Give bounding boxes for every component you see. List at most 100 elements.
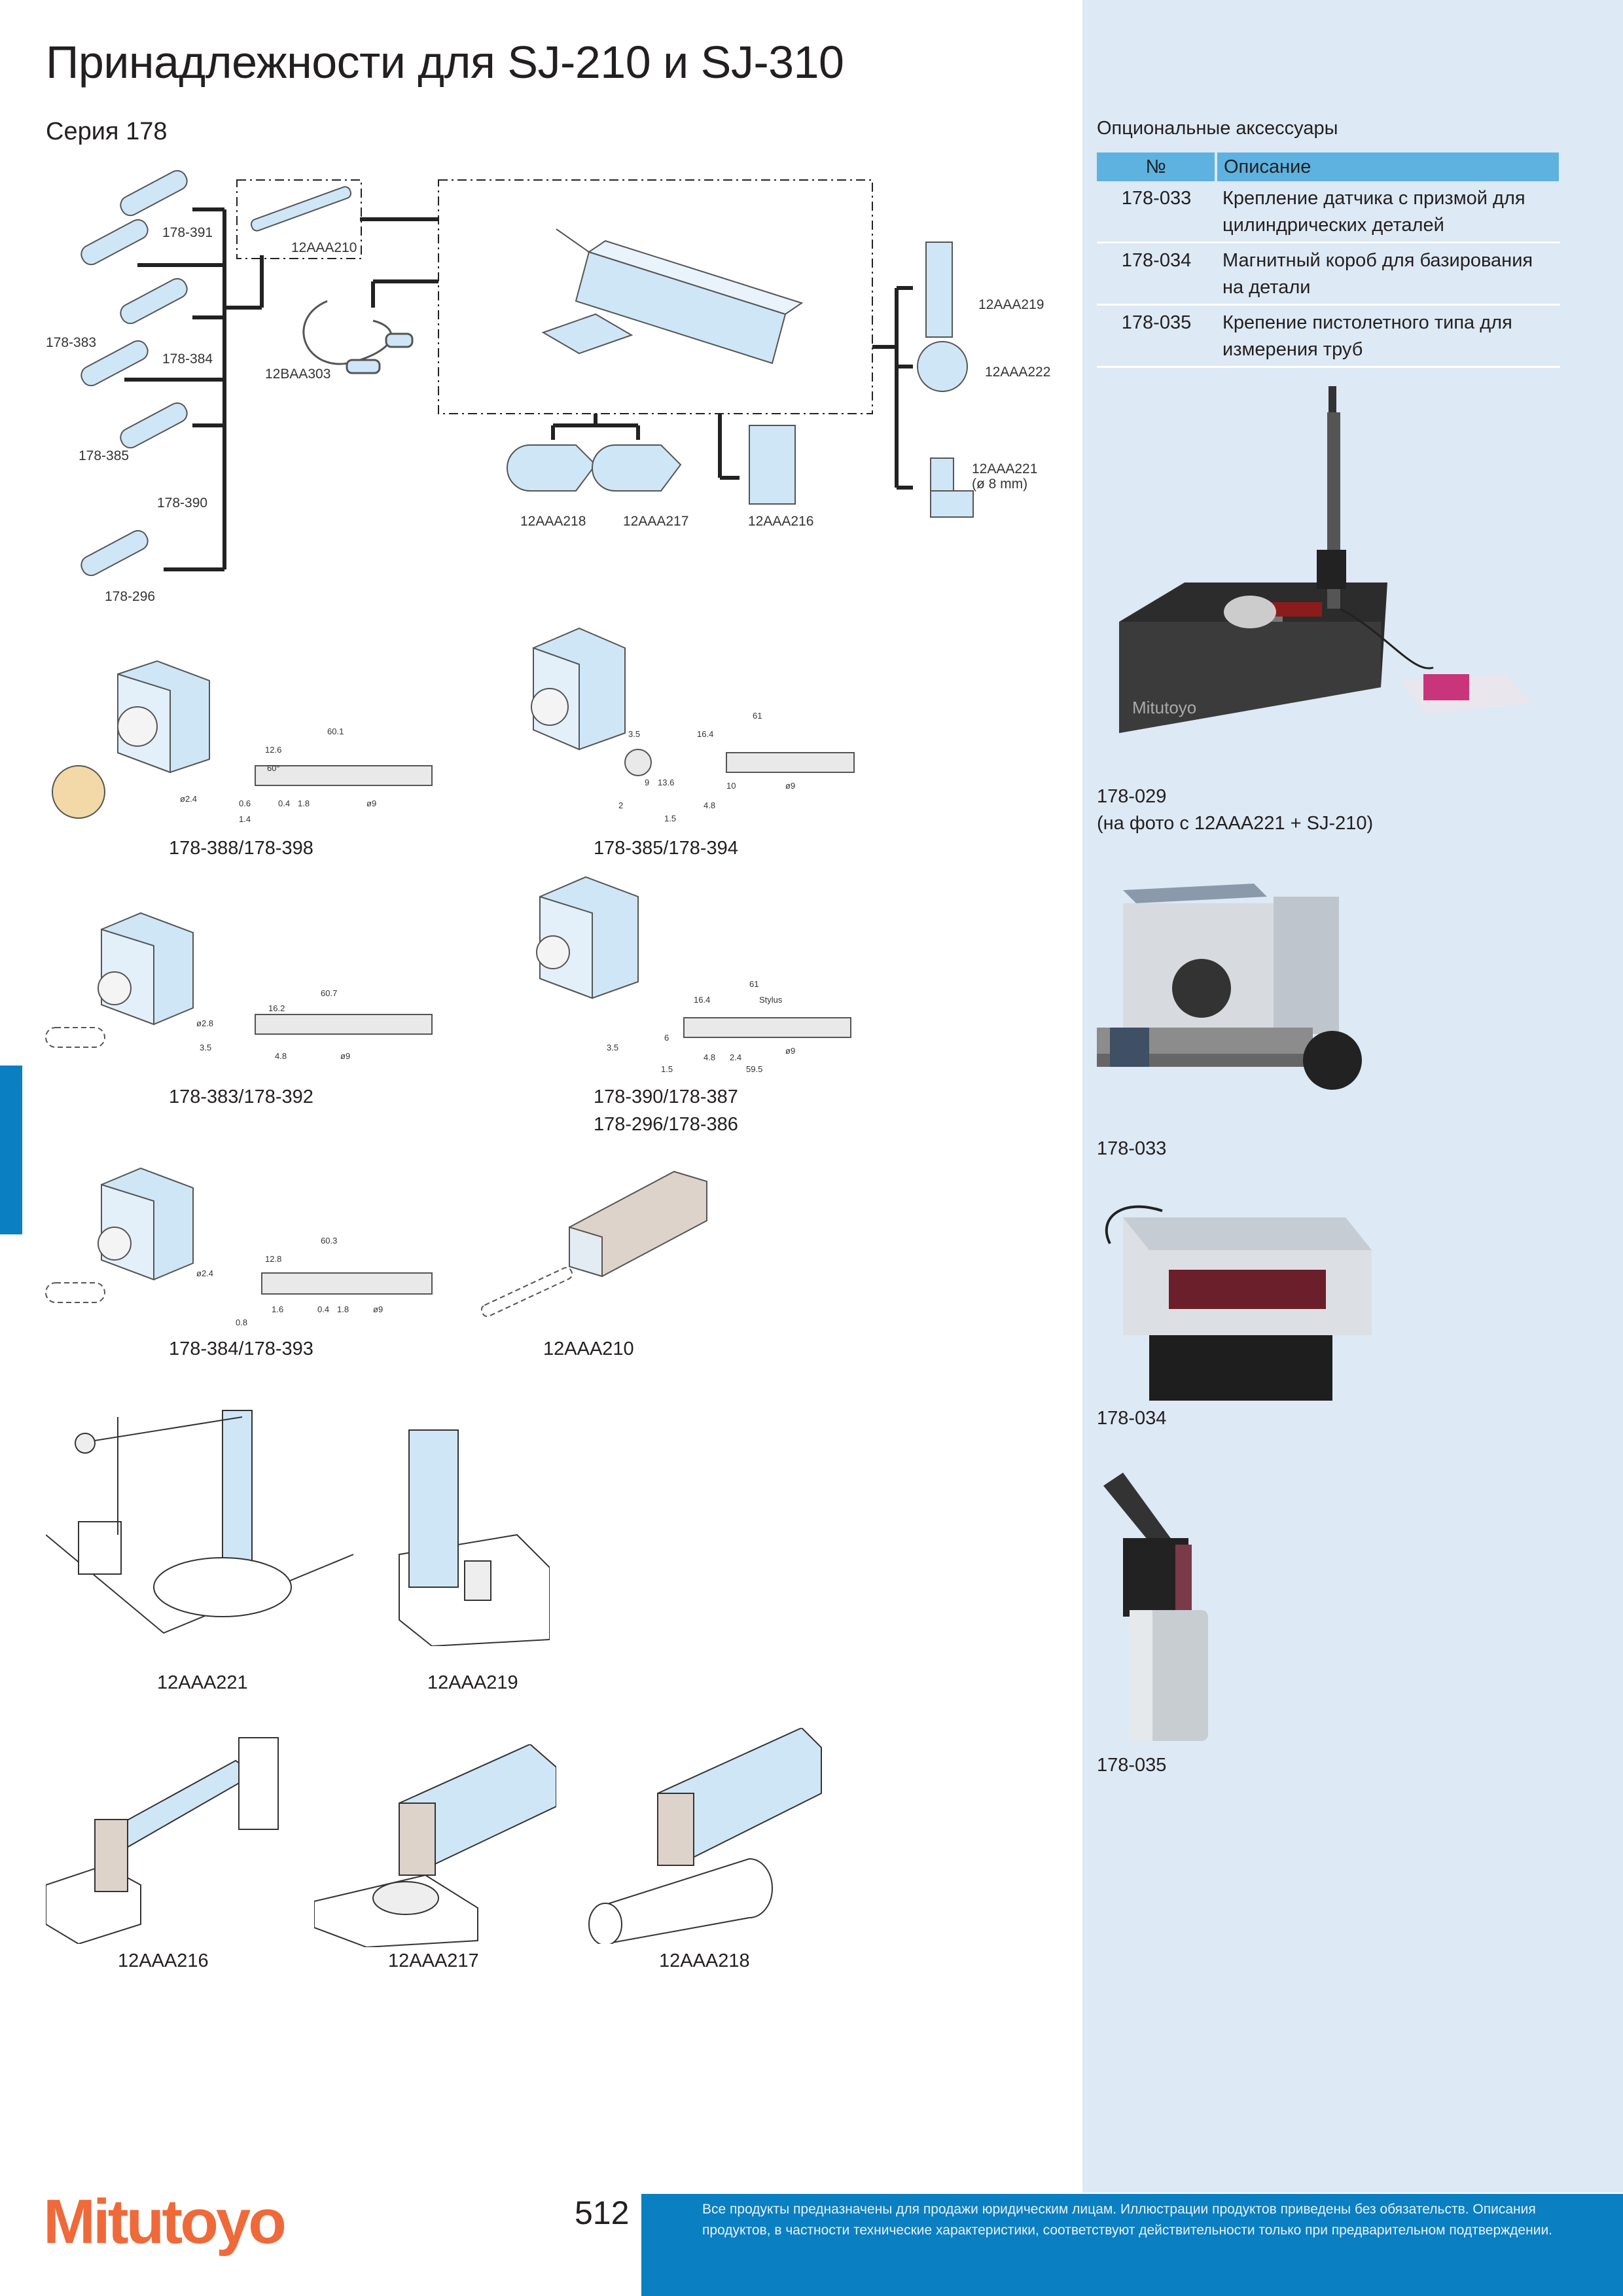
dim-5-h: ø9 bbox=[373, 1304, 383, 1314]
dim-1-i: ø9 bbox=[366, 798, 376, 808]
detail-drawing-6 bbox=[480, 1170, 707, 1318]
stylus-label-1: 178-391 bbox=[162, 225, 213, 240]
dim-1-a: 60.1 bbox=[327, 726, 344, 736]
detail-caption-2: 178-385/178-394 bbox=[594, 838, 738, 859]
stylus-label-2: 178-383 bbox=[46, 335, 96, 350]
below-label-1: 12AAA218 bbox=[520, 514, 586, 529]
dim-1-b: 12.6 bbox=[265, 745, 281, 755]
detail-caption-1: 178-388/178-398 bbox=[169, 838, 313, 859]
accessories-overview-diagram: 178-391 178-383 178-384 178-385 178-390 … bbox=[46, 170, 1050, 604]
dim-2-j: ø9 bbox=[785, 781, 795, 791]
detail-caption-4b: 178-296/178-386 bbox=[594, 1114, 738, 1135]
series-label: Серия 178 bbox=[46, 118, 168, 145]
below-label-3: 12AAA216 bbox=[748, 514, 813, 529]
col-description: Описание bbox=[1216, 152, 1561, 181]
dim-3-f: ø9 bbox=[340, 1051, 350, 1061]
dim-2-g: 2 bbox=[618, 800, 623, 810]
dim-2-b: 16.4 bbox=[697, 729, 713, 739]
section-tab bbox=[0, 1066, 22, 1234]
detail-caption-5: 178-384/178-393 bbox=[169, 1338, 313, 1359]
dim-5-d: 1.6 bbox=[272, 1304, 283, 1314]
detail-drawing-4: 61 16.4 Stylus 3.5 6 1.5 4.8 2.4 59.5 ø9 bbox=[536, 876, 851, 1074]
right-label-4: (ø 8 mm) bbox=[972, 476, 1027, 492]
fixture-caption-12aaa221: 12AAA221 bbox=[157, 1672, 248, 1693]
photo-178-029-stand: Mitutoyo bbox=[1119, 386, 1531, 733]
photo-178-033 bbox=[1097, 884, 1362, 1090]
photo-178-035 bbox=[1103, 1473, 1208, 1741]
stylus-label-3: 178-384 bbox=[162, 351, 213, 367]
mitutoyo-logo: Mitutoyo bbox=[43, 2187, 287, 2257]
dim-2-f: 10 bbox=[726, 781, 736, 791]
page-number: 512 bbox=[575, 2195, 630, 2231]
dim-4-g: 4.8 bbox=[704, 1052, 715, 1062]
dim-2-c: 3.5 bbox=[628, 729, 640, 739]
row-number: 178-033 bbox=[1097, 181, 1216, 243]
dim-3-a: 60.7 bbox=[321, 988, 337, 998]
fixture-caption-12aaa216: 12AAA216 bbox=[118, 1950, 209, 1971]
stand-brand-mark: Mitutoyo bbox=[1132, 698, 1196, 717]
row-description: Крепление датчика с призмой для цилиндри… bbox=[1216, 181, 1560, 243]
dim-5-g: 1.8 bbox=[337, 1304, 349, 1314]
dim-1-c: 60° bbox=[267, 763, 280, 773]
dim-5-f: 0.4 bbox=[317, 1304, 329, 1314]
optional-accessories-title: Опциональные аксессуары bbox=[1097, 118, 1338, 139]
optional-accessories-table: № Описание 178-033 Крепление датчика с п… bbox=[1097, 152, 1561, 368]
right-label-1: 12AAA219 bbox=[978, 297, 1044, 312]
fixture-drawing-12aaa217 bbox=[314, 1744, 556, 1947]
photo-178-034 bbox=[1105, 1205, 1372, 1401]
dim-5-c: ø2.4 bbox=[196, 1268, 213, 1278]
row-description: Магнитный короб для базирования на детал… bbox=[1216, 242, 1560, 306]
dim-2-h: 1.5 bbox=[664, 814, 676, 823]
right-label-2: 12AAA222 bbox=[985, 365, 1050, 380]
fixture-drawing-12aaa221 bbox=[46, 1410, 354, 1634]
fixture-caption-12aaa218: 12AAA218 bbox=[659, 1950, 750, 1971]
dim-4-a: 61 bbox=[749, 979, 758, 989]
dim-2-a: 61 bbox=[753, 711, 762, 721]
footer-bar bbox=[641, 2194, 1623, 2296]
dim-4-j: ø9 bbox=[785, 1046, 795, 1056]
footer-disclaimer: Все продукты предназначены для продажи ю… bbox=[702, 2202, 1553, 2238]
row-description: Крепение пистолетного типа для измерения… bbox=[1216, 304, 1560, 368]
table-row: 178-033 Крепление датчика с призмой для … bbox=[1097, 181, 1560, 243]
right-label-3: 12AAA221 bbox=[972, 461, 1037, 476]
fixture-icons bbox=[507, 242, 974, 518]
dim-3-c: ø2.8 bbox=[196, 1018, 213, 1028]
dim-4-b: 16.4 bbox=[694, 995, 710, 1005]
col-number: № bbox=[1097, 152, 1217, 181]
dim-1-g: 1.8 bbox=[298, 798, 310, 808]
stylus-label-6: 178-296 bbox=[105, 589, 155, 604]
fixture-drawing-12aaa216 bbox=[46, 1737, 279, 1944]
stylus-icons bbox=[80, 170, 351, 577]
dim-4-c: Stylus bbox=[759, 995, 783, 1005]
detail-caption-4: 178-390/178-387 bbox=[594, 1086, 738, 1107]
dim-4-e: 6 bbox=[664, 1033, 669, 1043]
detail-drawing-5: 60.3 12.8 ø2.4 1.6 0.8 0.4 1.8 ø9 bbox=[45, 1167, 433, 1327]
detail-drawing-3: 60.7 16.2 ø2.8 3.5 4.8 ø9 bbox=[45, 912, 433, 1061]
dim-3-d: 3.5 bbox=[200, 1043, 211, 1052]
table-row: 178-034 Магнитный короб для базирования … bbox=[1097, 242, 1560, 306]
fixture-caption-12aaa219: 12AAA219 bbox=[427, 1672, 518, 1693]
dim-2-e: 13.6 bbox=[658, 778, 674, 787]
dim-3-b: 16.2 bbox=[268, 1003, 285, 1013]
dim-5-a: 60.3 bbox=[321, 1236, 337, 1246]
photo-caption-178-029-note: (на фото с 12AAA221 + SJ-210) bbox=[1097, 813, 1374, 834]
dim-5-b: 12.8 bbox=[265, 1254, 281, 1264]
dim-1-d: 0.6 bbox=[239, 798, 251, 808]
dim-5-e: 0.8 bbox=[236, 1318, 247, 1327]
stylus-label-5: 178-390 bbox=[157, 495, 207, 511]
photo-caption-178-034: 178-034 bbox=[1097, 1408, 1167, 1429]
dim-4-h: 2.4 bbox=[730, 1052, 741, 1062]
detail-drawing-2: 61 16.4 3.5 9 13.6 10 2 1.5 4.8 ø9 bbox=[531, 627, 855, 823]
cable-label: 12BAA303 bbox=[265, 367, 330, 382]
cable-icon bbox=[302, 300, 414, 374]
extension-label: 12AAA210 bbox=[291, 240, 357, 255]
photo-caption-178-035: 178-035 bbox=[1097, 1755, 1167, 1776]
dim-4-i: 59.5 bbox=[746, 1064, 762, 1074]
photo-caption-178-033: 178-033 bbox=[1097, 1138, 1167, 1159]
fixture-drawing-12aaa218 bbox=[588, 1728, 822, 1944]
dim-3-e: 4.8 bbox=[275, 1051, 287, 1061]
detail-caption-3: 178-383/178-392 bbox=[169, 1086, 313, 1107]
fixture-caption-12aaa217: 12AAA217 bbox=[388, 1950, 479, 1971]
photo-caption-178-029: 178-029 bbox=[1097, 786, 1167, 807]
drive-unit-icon bbox=[541, 228, 804, 365]
